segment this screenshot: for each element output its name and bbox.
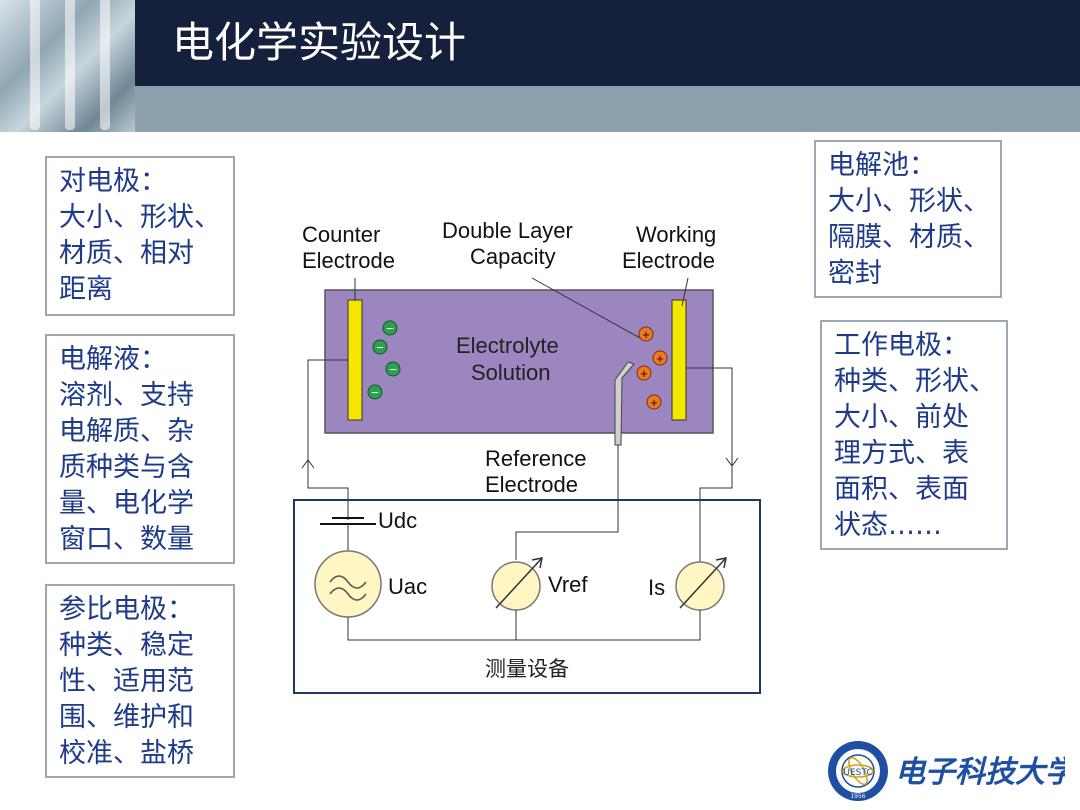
cell-box: 电解池： 大小、形状、 隔膜、材质、 密封 [814,140,1002,298]
cell-box-line: 大小、形状、 [828,186,990,217]
svg-text:Double Layer: Double Layer [442,218,573,243]
header-band [135,86,1080,132]
reference-box-line: 围、维护和 [59,702,194,733]
svg-text:−: − [371,385,379,400]
working-box-line: 理方式、表 [834,438,969,469]
working-box-line: 面积、表面 [834,474,969,505]
svg-text:−: − [386,321,394,336]
reference-electrode-label: Electrode [485,472,578,497]
svg-text:Electrode: Electrode [622,248,715,273]
double-layer-label: Double Layer [442,218,573,243]
svg-text:−: − [389,362,397,377]
electrolyte-box: 电解液： 溶剂、支持 电解质、杂 质种类与含 量、电化学 窗口、数量 [45,334,235,564]
counter-electrode-label: Counter [302,222,380,247]
double-layer-label: Capacity [470,244,556,269]
working-electrode-label: Working [636,222,716,247]
header-decoration-image [0,0,135,132]
reference-electrode-label: Reference [485,446,587,471]
svg-text:+: + [640,366,648,381]
svg-text:Solution: Solution [471,360,551,385]
measurement-equipment-box [293,499,761,694]
electrolyte-label: Electrolyte [456,333,559,358]
reference-box-line: 性、适用范 [59,666,194,697]
counter-box-line: 大小、形状、 [59,202,221,233]
equipment-label: 测量设备 [485,657,569,681]
svg-text:−: − [376,340,384,355]
electrolysis-cell [324,289,714,434]
reference-box-line: 种类、稳定 [59,630,194,661]
reference-electrode-probe [614,361,635,446]
svg-text:Working: Working [636,222,716,247]
page-title: 电化学实验设计 [172,18,467,67]
cell-box-line: 电解池： [828,150,936,181]
electrolyte-box-line: 质种类与含 [59,452,194,483]
vref-label: Vref [548,572,588,597]
svg-text:Electrode: Electrode [485,472,578,497]
svg-text:+: + [642,327,650,342]
uac-label: Uac [388,574,427,599]
reference-box-line: 参比电极： [59,594,194,625]
svg-text:Electrode: Electrode [302,248,395,273]
counter-box-line: 对电极： [59,166,167,197]
svg-text:1956: 1956 [850,793,865,800]
working-box-line: 工作电极： [834,330,969,361]
counter-electrode-box: 对电极： 大小、形状、 材质、相对 距离 [45,156,235,316]
svg-text:Counter: Counter [302,222,380,247]
electrolyte-box-line: 量、电化学 [59,488,194,519]
electrolyte-box-line: 电解质、杂 [59,416,194,447]
electrolyte-label: Solution [471,360,551,385]
working-electrode [671,299,687,421]
svg-text:Electrolyte: Electrolyte [456,333,559,358]
cation-group: + + + + [636,326,668,410]
svg-text:Reference: Reference [485,446,587,471]
counter-box-line: 距离 [59,274,113,305]
counter-electrode-label: Electrode [302,248,395,273]
svg-text:UESTC: UESTC [843,768,872,778]
working-box-line: 种类、形状、 [834,366,996,397]
working-electrode-label: Electrode [622,248,715,273]
electrolyte-box-line: 溶剂、支持 [59,380,194,411]
anion-group: − − − − [367,320,401,400]
electrochemical-cell-diagram: Counter Electrode Double Layer Capacity … [293,218,761,694]
counter-electrode [347,299,363,421]
uac-source [314,550,382,618]
working-electrode-box: 工作电极： 种类、形状、 大小、前处 理方式、表 面积、表面 状态…… [820,320,1008,550]
udc-label: Udc [378,508,417,533]
university-logo: UESTC 1956 电子科技大学 [828,741,1065,801]
header-bar [0,0,1080,86]
is-label: Is [648,575,665,600]
svg-text:Capacity: Capacity [470,244,556,269]
cell-box-line: 密封 [828,258,882,289]
electrolyte-box-line: 电解液： [59,344,167,375]
counter-box-line: 材质、相对 [59,238,194,269]
svg-text:+: + [656,351,664,366]
electrolyte-box-line: 窗口、数量 [59,524,194,555]
svg-text:+: + [650,395,658,410]
working-box-line: 状态…… [834,510,942,541]
cell-box-line: 隔膜、材质、 [828,222,990,253]
working-box-line: 大小、前处 [834,402,969,433]
university-name: 电子科技大学 [895,755,1065,790]
reference-electrode-box: 参比电极： 种类、稳定 性、适用范 围、维护和 校准、盐桥 [45,584,235,778]
reference-box-line: 校准、盐桥 [59,738,194,769]
